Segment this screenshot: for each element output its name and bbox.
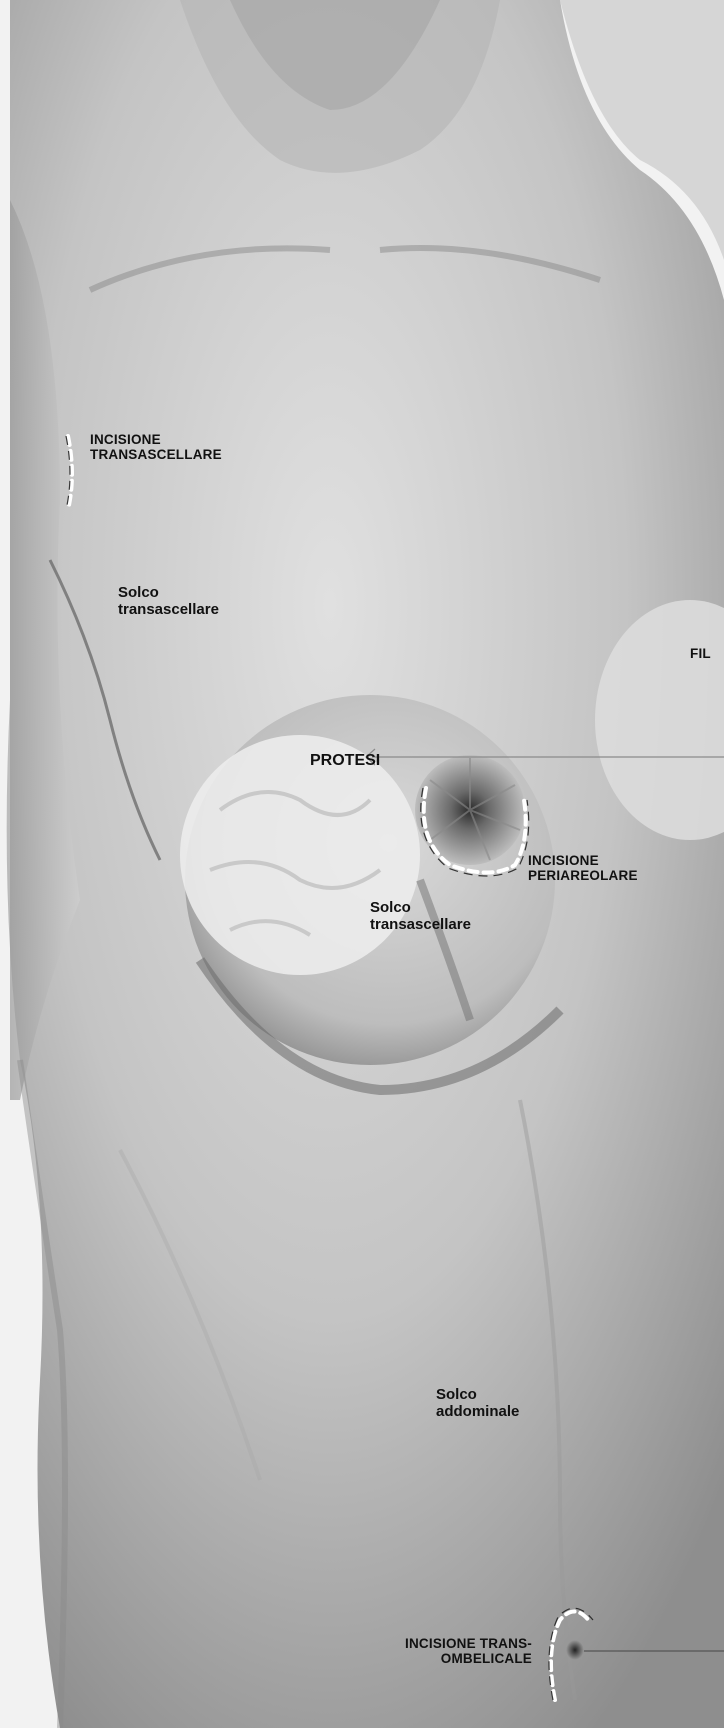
label-line: INCISIONE — [528, 853, 638, 868]
label-solco-addominale: Solco addominale — [436, 1387, 519, 1421]
label-line: Solco — [436, 1387, 519, 1404]
label-solco-transascellare-lower: Solco transascellare — [370, 900, 471, 934]
label-incisione-periareolare: INCISIONE PERIAREOLARE — [528, 853, 638, 883]
label-line: TRANSASCELLARE — [90, 447, 222, 462]
label-line: addominale — [436, 1404, 519, 1421]
label-line: OMBELICALE — [382, 1651, 532, 1666]
label-line: PERIAREOLARE — [528, 868, 638, 883]
label-line: INCISIONE — [90, 432, 222, 447]
label-line: INCISIONE TRANS- — [382, 1636, 532, 1651]
label-incisione-transombelicale: INCISIONE TRANS- OMBELICALE — [382, 1636, 532, 1666]
label-line: Solco — [118, 585, 219, 602]
label-line: transascellare — [370, 917, 471, 934]
label-line: Solco — [370, 900, 471, 917]
label-incisione-transascellare: INCISIONE TRANSASCELLARE — [90, 432, 222, 462]
label-fil-partial: FIL — [690, 646, 711, 661]
label-solco-transascellare-upper: Solco transascellare — [118, 585, 219, 619]
label-protesi: PROTESI — [310, 752, 380, 770]
label-line: transascellare — [118, 602, 219, 619]
